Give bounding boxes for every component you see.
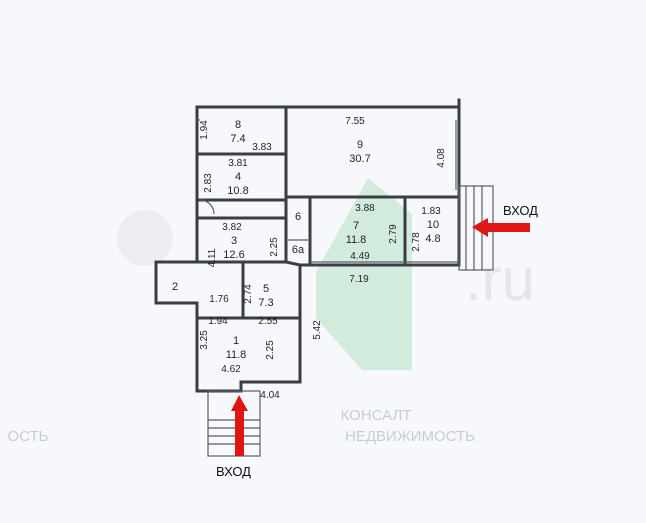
room-area: 10.8: [227, 185, 248, 197]
dimension-labels: 1.94 3.83 7.55 4.08 3.81 2.83 3.82 3.88 …: [199, 116, 447, 401]
entrance-label-right: ВХОД: [503, 203, 538, 218]
dimension-label: 2.25: [269, 237, 280, 257]
watermark: КОНСАЛТ НЕДВИЖИМОСТЬ ОСТЬ .ru: [7, 178, 535, 445]
room-number: 8: [235, 119, 241, 131]
dimension-label: 4.11: [207, 248, 218, 267]
room-number: 9: [357, 139, 363, 151]
dimension-label: 4.49: [350, 251, 370, 262]
room-area: 12.6: [223, 249, 244, 261]
room-number: 5: [263, 283, 269, 295]
dimension-label: 3.81: [228, 158, 248, 169]
watermark-line1: КОНСАЛТ: [341, 407, 412, 424]
dimension-label: 2.83: [203, 173, 214, 193]
watermark-left-fragment: ОСТЬ: [7, 428, 48, 445]
entrance-bottom: ВХОД: [216, 395, 251, 479]
room-number: 2: [172, 281, 178, 293]
dimension-label: 1.76: [209, 294, 229, 305]
room-area: 11.8: [346, 234, 367, 246]
dimension-label: 3.83: [252, 142, 272, 153]
dimension-label: 2.78: [411, 232, 422, 252]
room-labels: 8 7.4 9 30.7 4 10.8 6 7 11.8 10 4.8 3 12…: [172, 119, 441, 361]
dimension-label: 2.25: [265, 340, 276, 360]
room-number: 6: [295, 211, 301, 223]
dimension-label: 3.88: [355, 203, 375, 214]
dimension-label: 7.55: [345, 116, 365, 127]
watermark-letters: .ru: [465, 246, 535, 313]
room-number: 10: [427, 219, 439, 231]
arrow-up-icon: [231, 395, 248, 456]
room-area: 7.3: [258, 297, 273, 309]
dimension-label: 2.55: [258, 316, 278, 327]
dimension-label: 2.74: [243, 284, 254, 304]
walls: [154, 98, 494, 457]
room-area: 7.4: [230, 133, 245, 145]
entrance-right: ВХОД: [472, 203, 538, 237]
dimension-label: 7.19: [349, 274, 369, 285]
arrow-left-icon: [472, 218, 530, 237]
room-area: 4.8: [425, 233, 440, 245]
dimension-label: 3.82: [222, 222, 242, 233]
watermark-line2: НЕДВИЖИМОСТЬ: [345, 428, 475, 445]
dimension-label: 1.94: [199, 120, 210, 140]
dimension-label: 3.25: [199, 330, 210, 350]
dimension-label: 1.83: [421, 206, 441, 217]
dimension-label: 2.79: [388, 224, 399, 244]
room-number: 6a: [292, 244, 305, 256]
room-number: 1: [233, 335, 239, 347]
watermark-dot: [117, 210, 173, 266]
room-area: 30.7: [349, 153, 370, 165]
dimension-label: 4.08: [436, 148, 447, 168]
dimension-label: 4.04: [260, 390, 280, 401]
dimension-label: 5.42: [312, 320, 323, 340]
dimension-label: 4.62: [221, 364, 241, 375]
room-number: 4: [235, 171, 241, 183]
entrance-label-bottom: ВХОД: [216, 464, 251, 479]
room-area: 11.8: [226, 349, 247, 361]
watermark-logo-shape: [316, 178, 412, 370]
dimension-label: 1.94: [208, 316, 228, 327]
room-number: 7: [353, 220, 359, 232]
room-number: 3: [231, 235, 237, 247]
